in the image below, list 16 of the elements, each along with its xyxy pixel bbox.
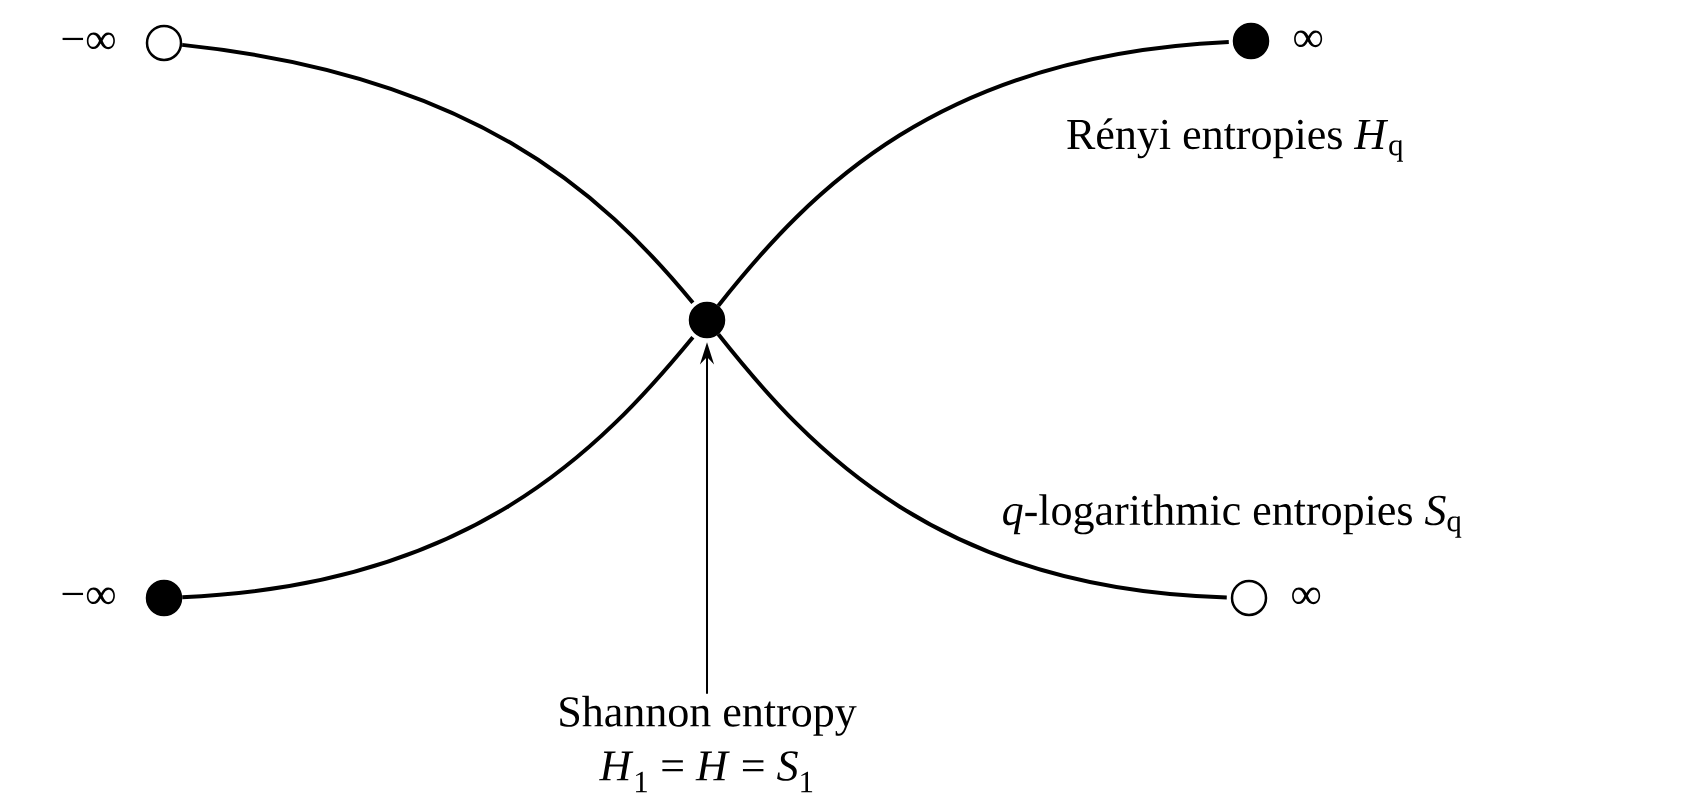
infinity-label: −∞ [62, 587, 115, 605]
curve [182, 335, 695, 600]
dot [688, 301, 726, 339]
dot [1232, 22, 1270, 60]
curve [716, 333, 1227, 600]
dot [145, 579, 183, 617]
curve [181, 42, 695, 305]
text-label: Shannon entropy H$_{1}$ = H = S$_{1}$ [560, 695, 857, 793]
curve [716, 40, 1229, 307]
curve-label: q-logarithmic entropies S$_{q}$ [1003, 494, 1462, 538]
infinity-label: ∞ [1292, 587, 1321, 605]
dot [1230, 579, 1268, 617]
curve-label: Rényi entropies H$_{q}$ [1067, 118, 1403, 162]
infinity-label: −∞ [62, 32, 115, 50]
dot [145, 24, 183, 62]
infinity-label: ∞ [1294, 30, 1323, 48]
